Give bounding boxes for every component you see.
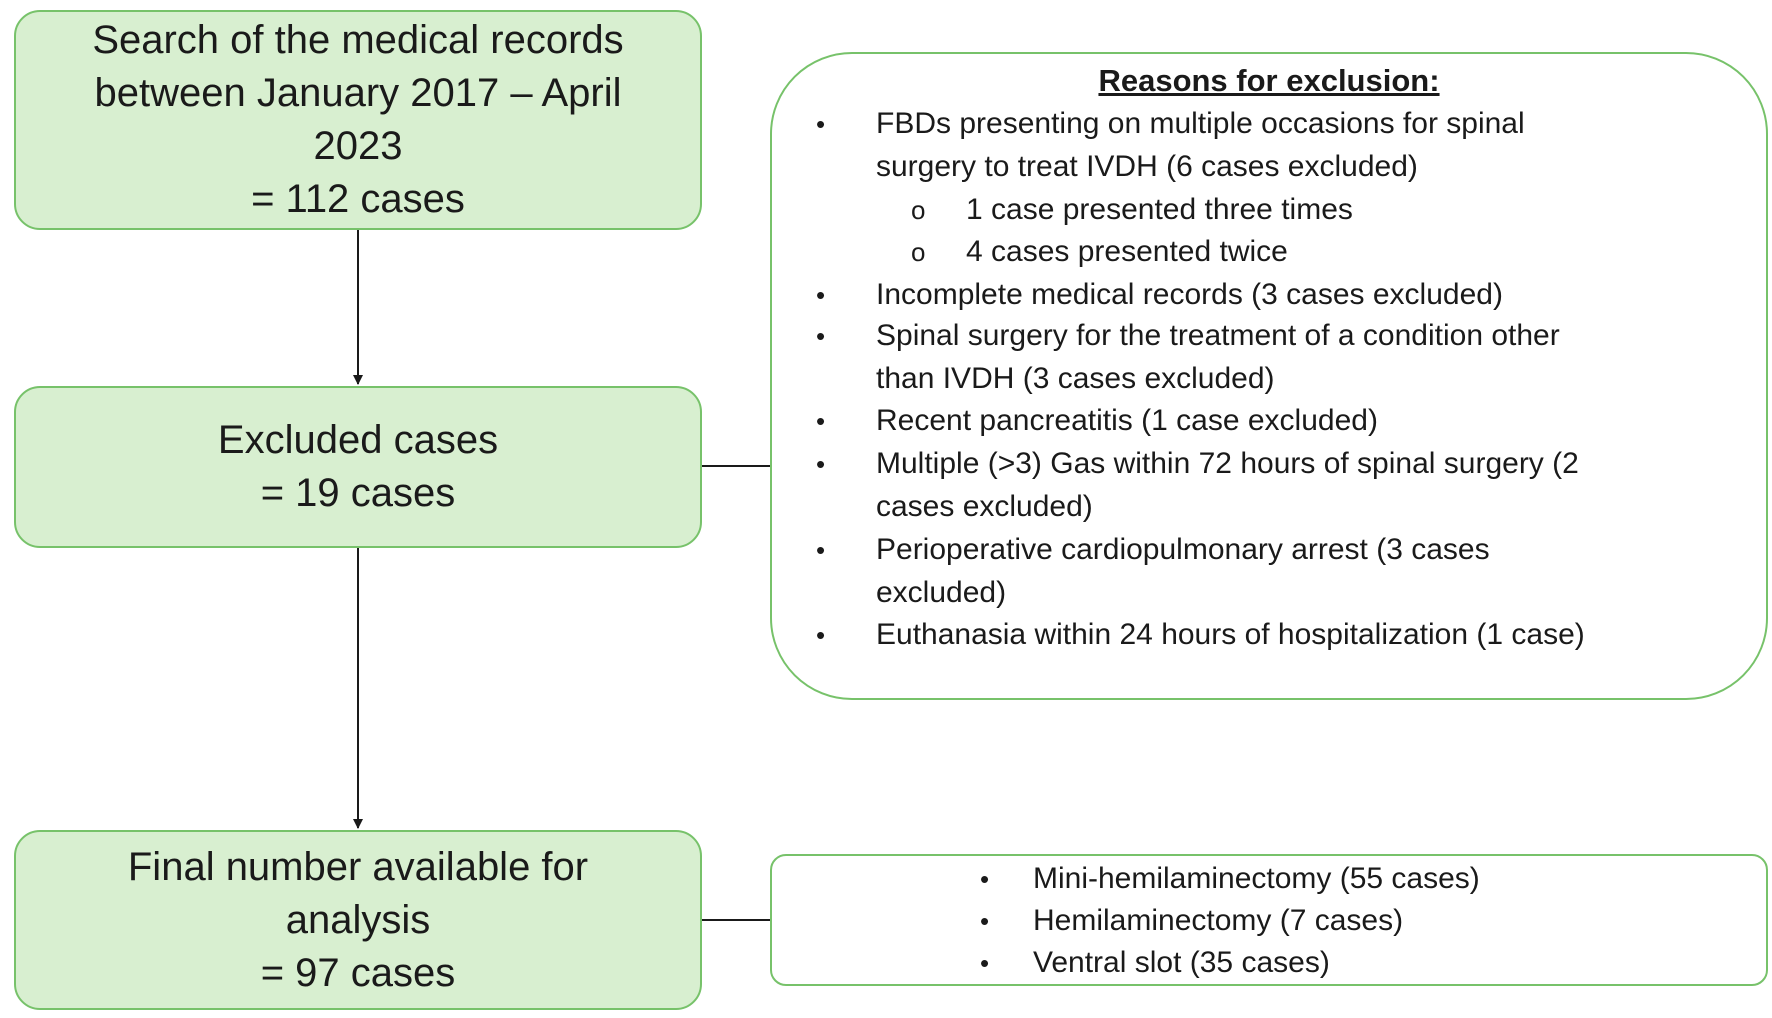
bullet-icon: • bbox=[980, 906, 990, 936]
final-box-line: analysis bbox=[285, 897, 431, 942]
reason-line: Spinal surgery for the treatment of a co… bbox=[876, 319, 1560, 352]
bullet-icon: • bbox=[816, 620, 826, 650]
reason-line: than IVDH (3 cases excluded) bbox=[876, 362, 1275, 395]
bullet-icon: • bbox=[816, 280, 826, 310]
search-box-line: Search of the medical records bbox=[92, 18, 624, 62]
final-number-box: Final number available for analysis = 97… bbox=[14, 830, 702, 1010]
exclusion-reasons-box: Reasons for exclusion: • FBDs presenting… bbox=[770, 52, 1768, 700]
reason-line: Multiple (>3) Gas within 72 hours of spi… bbox=[876, 447, 1579, 480]
reason-line: Recent pancreatitis (1 case excluded) bbox=[876, 404, 1378, 437]
reason-line: Euthanasia within 24 hours of hospitaliz… bbox=[876, 618, 1585, 651]
sub-reason-line: 1 case presented three times bbox=[966, 193, 1353, 226]
search-records-box: Search of the medical records between Ja… bbox=[14, 10, 702, 230]
bullet-icon: • bbox=[816, 321, 826, 351]
reason-line: FBDs presenting on multiple occasions fo… bbox=[876, 107, 1525, 140]
excluded-box-line: Excluded cases bbox=[217, 418, 499, 462]
bullet-icon: • bbox=[816, 535, 826, 565]
excluded-box-line: = 19 cases bbox=[260, 471, 456, 515]
bullet-icon: • bbox=[816, 406, 826, 436]
bullet-icon: • bbox=[816, 109, 826, 139]
search-box-line: between January 2017 – April bbox=[94, 71, 622, 115]
reason-line: Perioperative cardiopulmonary arrest (3 … bbox=[876, 533, 1490, 566]
exclusion-reasons-title: Reasons for exclusion: bbox=[1098, 63, 1440, 98]
reason-line: cases excluded) bbox=[876, 490, 1093, 523]
procedure-line: Mini-hemilaminectomy (55 cases) bbox=[1033, 862, 1480, 895]
bullet-icon: • bbox=[816, 449, 826, 479]
procedure-line: Ventral slot (35 cases) bbox=[1033, 946, 1330, 979]
sub-reason-line: 4 cases presented twice bbox=[966, 235, 1288, 268]
reason-line: surgery to treat IVDH (6 cases excluded) bbox=[876, 150, 1418, 183]
final-box-line: = 97 cases bbox=[260, 950, 456, 995]
sub-bullet-icon: o bbox=[911, 237, 926, 267]
final-box-line: Final number available for bbox=[127, 844, 589, 889]
procedures-box: • Mini-hemilaminectomy (55 cases) • Hemi… bbox=[770, 854, 1768, 986]
reason-line: excluded) bbox=[876, 576, 1007, 609]
bullet-icon: • bbox=[980, 948, 990, 978]
search-box-line: 2023 bbox=[313, 124, 403, 168]
search-box-line: = 112 cases bbox=[251, 177, 465, 221]
bullet-icon: • bbox=[980, 864, 990, 894]
sub-bullet-icon: o bbox=[911, 195, 926, 225]
reason-line: Incomplete medical records (3 cases excl… bbox=[876, 278, 1503, 311]
excluded-cases-box: Excluded cases = 19 cases bbox=[14, 386, 702, 548]
procedure-line: Hemilaminectomy (7 cases) bbox=[1033, 904, 1404, 937]
